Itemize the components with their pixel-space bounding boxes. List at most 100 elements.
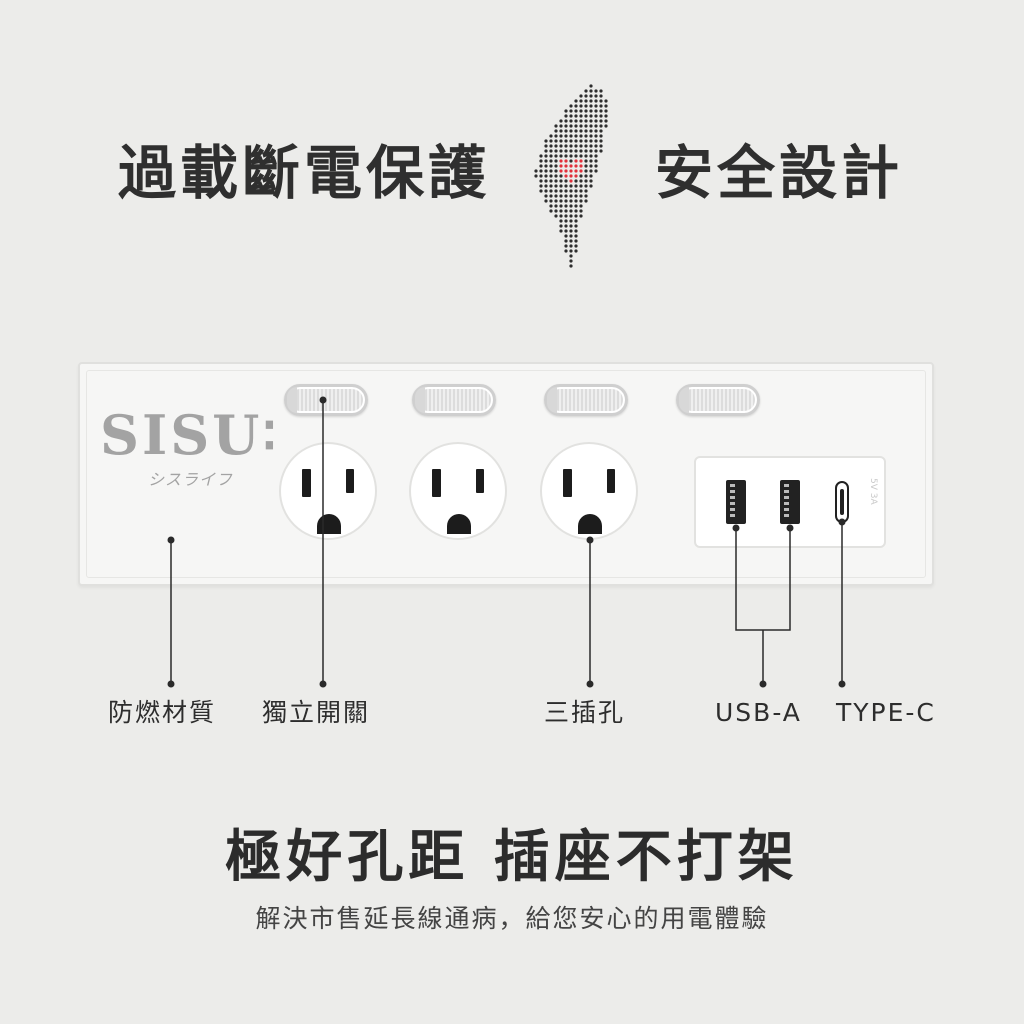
port-rating-mark: 5V 3A — [868, 478, 878, 505]
map-dot — [589, 174, 593, 178]
map-dot — [569, 189, 573, 193]
usb-a-port-2[interactable] — [780, 480, 800, 524]
map-dot — [549, 189, 553, 193]
map-dot — [599, 134, 603, 138]
map-dot — [554, 204, 558, 208]
map-dot — [549, 139, 553, 143]
map-dot — [574, 194, 578, 198]
map-dot — [599, 149, 603, 153]
map-dot — [584, 174, 588, 178]
outlet-2[interactable] — [409, 442, 507, 540]
map-dot — [539, 164, 543, 168]
map-dot — [599, 144, 603, 148]
outlet-slot-neutral — [432, 469, 441, 497]
map-dot — [559, 189, 563, 193]
map-dot — [569, 149, 573, 153]
map-dot — [564, 194, 568, 198]
map-dot — [554, 214, 558, 218]
map-dot — [579, 209, 583, 213]
map-dot — [594, 99, 598, 103]
map-dot — [604, 124, 608, 128]
map-dot — [584, 119, 588, 123]
map-dot — [604, 104, 608, 108]
map-dot — [544, 179, 548, 183]
label-flame-retardant: 防燃材質 — [108, 698, 217, 727]
map-dot — [584, 184, 588, 188]
switch-1[interactable] — [284, 384, 368, 416]
map-dot — [569, 169, 573, 173]
map-dot — [594, 139, 598, 143]
usb-a-port-1[interactable] — [726, 480, 746, 524]
map-dot — [574, 159, 578, 163]
switch-3[interactable] — [544, 384, 628, 416]
map-dot — [564, 134, 568, 138]
map-dot — [549, 204, 553, 208]
map-dot — [569, 114, 573, 118]
map-dot — [599, 89, 603, 93]
map-dot — [579, 194, 583, 198]
map-dot — [589, 134, 593, 138]
map-dot — [569, 154, 573, 158]
outlet-3[interactable] — [540, 442, 638, 540]
map-dot — [584, 124, 588, 128]
map-dot — [554, 174, 558, 178]
switch-2[interactable] — [412, 384, 496, 416]
map-dot — [584, 99, 588, 103]
outlet-slot-live — [476, 469, 484, 493]
map-dot — [544, 174, 548, 178]
outlet-slot-neutral — [302, 469, 311, 497]
map-dot — [549, 164, 553, 168]
map-dot — [584, 139, 588, 143]
outlet-slot-live — [346, 469, 354, 493]
map-dot — [574, 174, 578, 178]
map-dot — [589, 104, 593, 108]
map-dot — [559, 139, 563, 143]
map-dot — [539, 154, 543, 158]
outlet-ground-hole — [317, 514, 341, 534]
map-dot — [559, 219, 563, 223]
map-dot — [584, 164, 588, 168]
brand-katakana: シスライフ — [148, 470, 234, 489]
tagline-subtitle: 解決市售延長線通病，給您安心的用電體驗 — [255, 904, 769, 933]
map-dot — [594, 114, 598, 118]
map-dot — [579, 154, 583, 158]
outlet-1[interactable] — [279, 442, 377, 540]
map-dot — [554, 144, 558, 148]
map-dot — [569, 199, 573, 203]
map-dot — [594, 129, 598, 133]
map-dot — [569, 229, 573, 233]
brand-logo-mark-icon: ∶ — [262, 403, 280, 467]
usb-c-port[interactable] — [835, 481, 849, 523]
map-dot — [584, 109, 588, 113]
map-dot — [539, 159, 543, 163]
map-dot — [589, 109, 593, 113]
map-dot — [584, 189, 588, 193]
map-dot — [544, 194, 548, 198]
map-dot — [559, 144, 563, 148]
map-dot — [589, 89, 593, 93]
map-dot — [574, 124, 578, 128]
map-dot — [564, 164, 568, 168]
map-dot — [569, 159, 573, 163]
map-dot — [574, 154, 578, 158]
map-dot — [559, 124, 563, 128]
map-dot — [574, 214, 578, 218]
map-dot — [564, 109, 568, 113]
map-dot — [589, 139, 593, 143]
map-dot — [554, 139, 558, 143]
map-dot — [564, 234, 568, 238]
map-dot — [574, 239, 578, 243]
map-dot — [569, 254, 573, 258]
switch-4[interactable] — [676, 384, 760, 416]
map-dot — [584, 169, 588, 173]
map-dot — [549, 149, 553, 153]
map-dot — [554, 169, 558, 173]
map-dot — [589, 119, 593, 123]
map-dot — [559, 154, 563, 158]
map-dot — [579, 114, 583, 118]
map-dot — [554, 164, 558, 168]
map-dot — [564, 189, 568, 193]
map-dot — [574, 179, 578, 183]
map-dot — [564, 244, 568, 248]
map-dot — [544, 144, 548, 148]
